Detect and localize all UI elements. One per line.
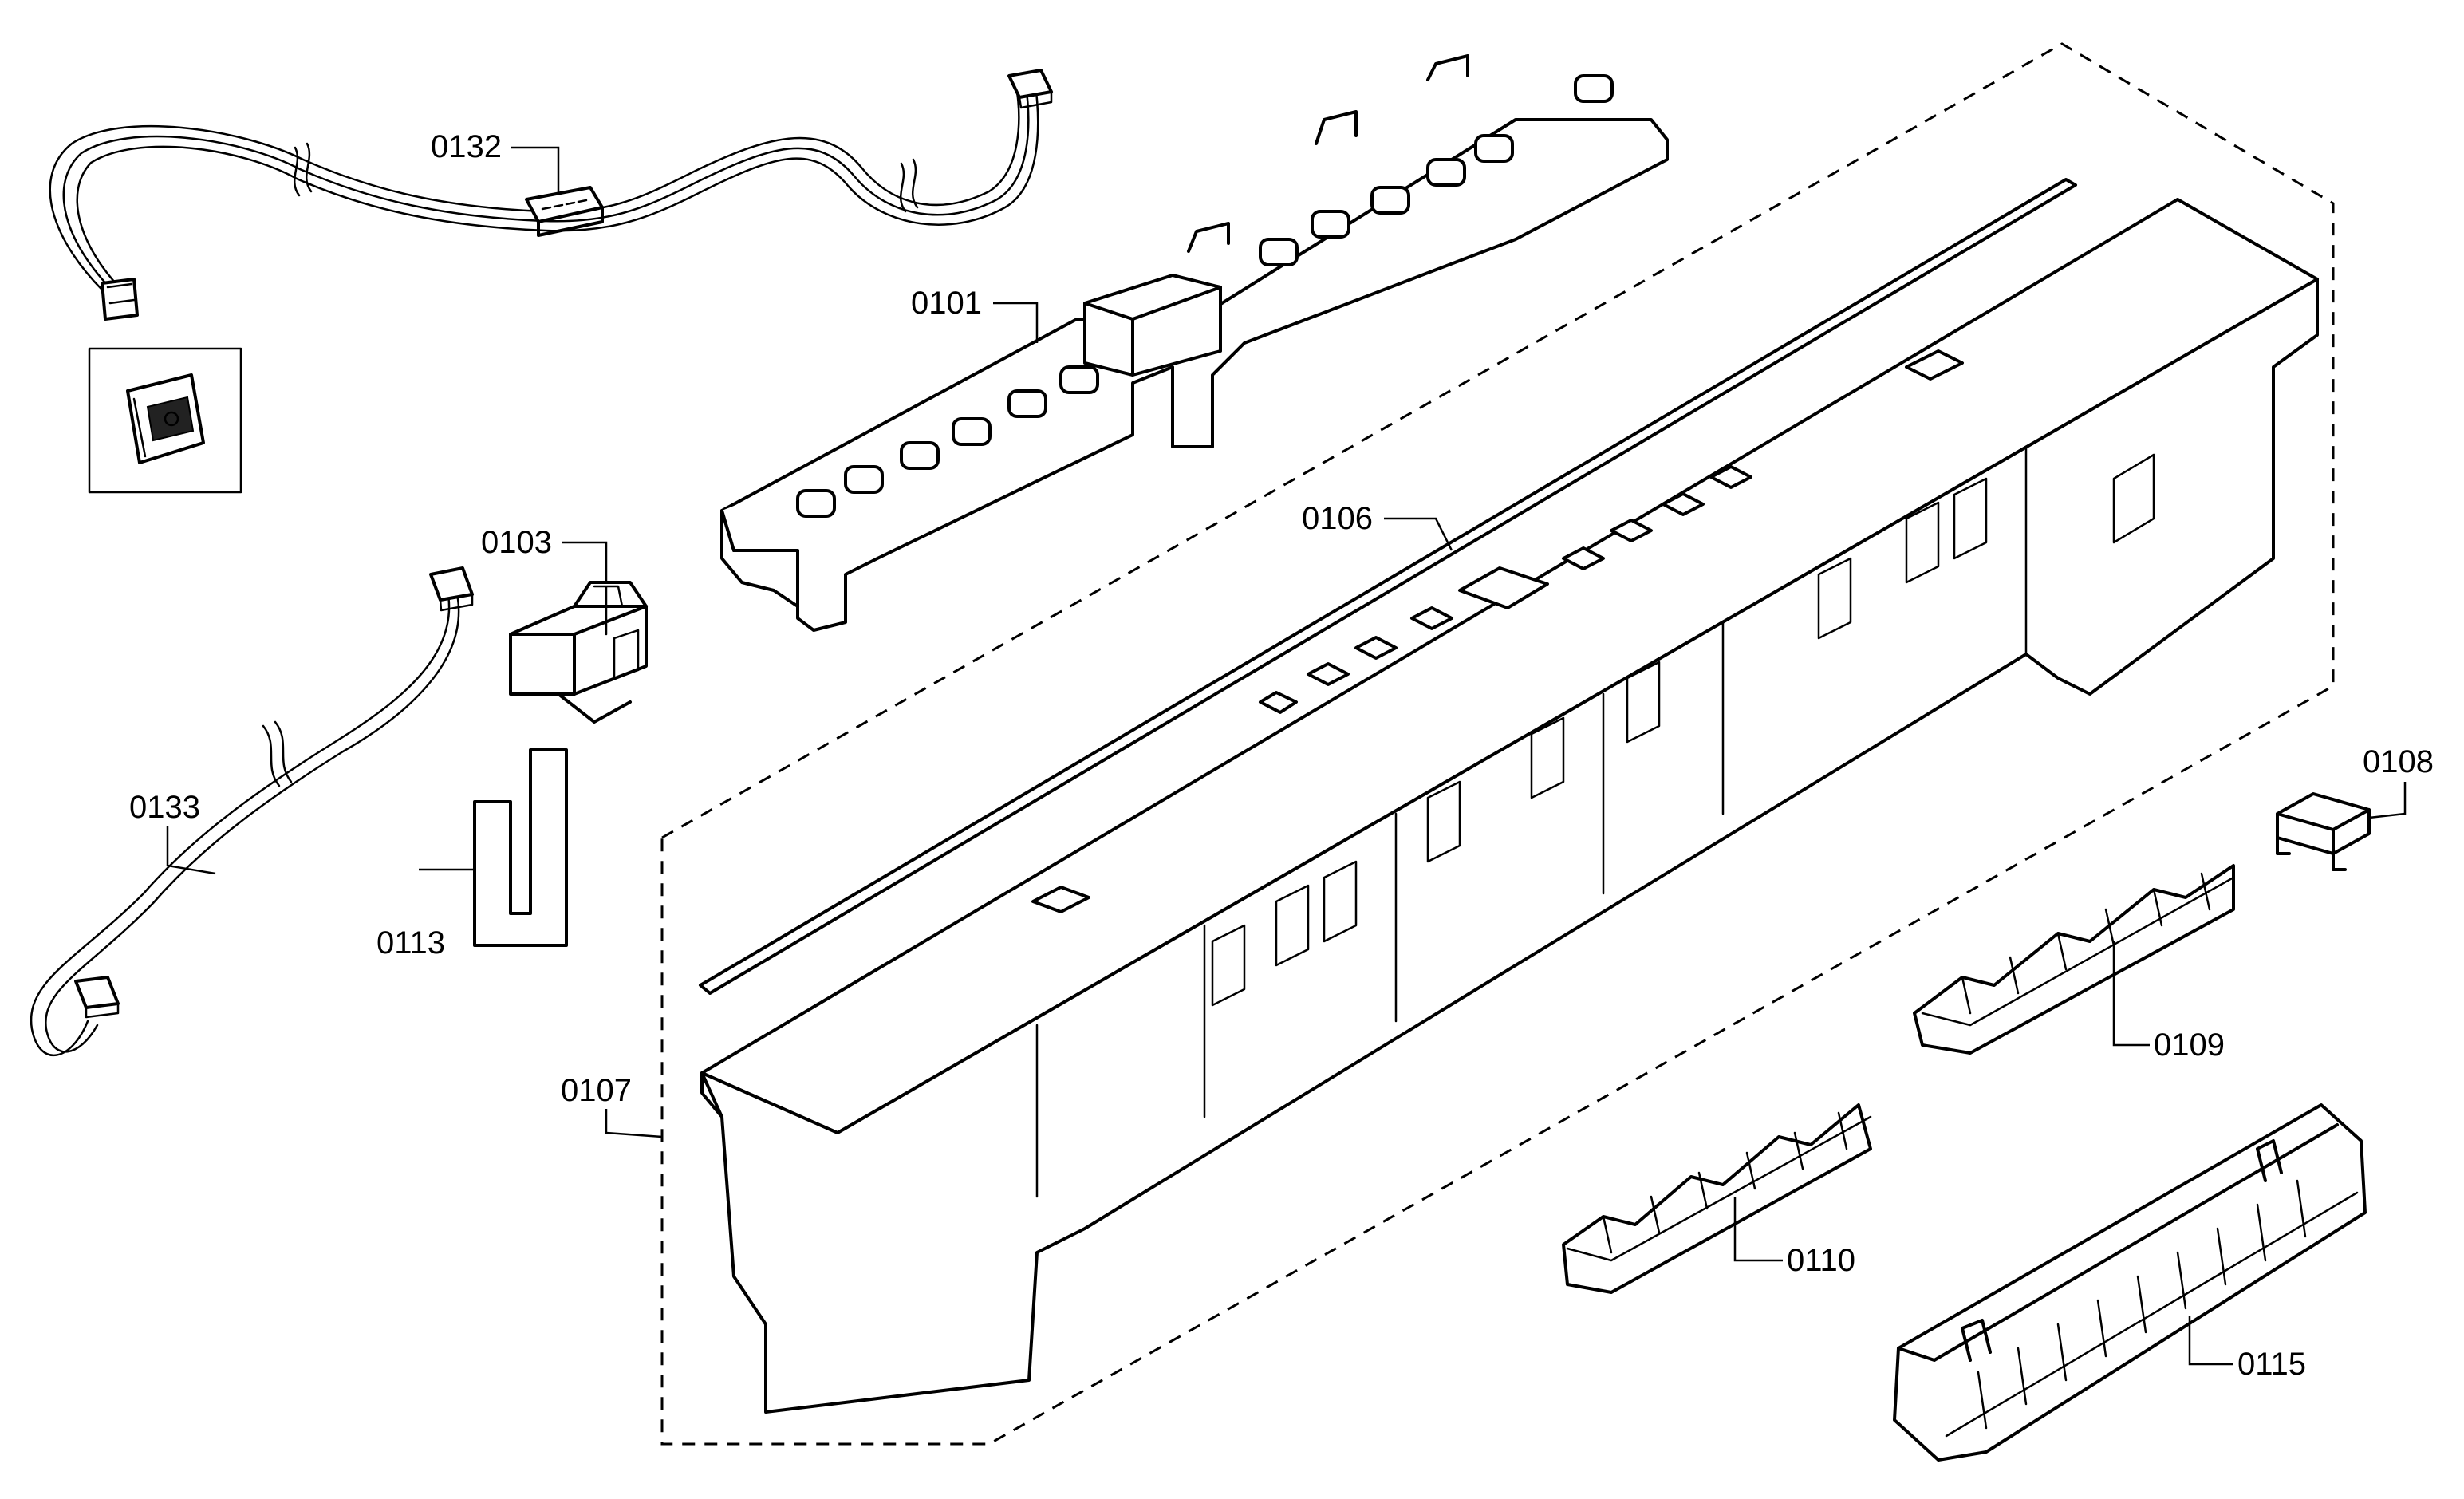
assembly-boundary-dashed	[660, 42, 2335, 1446]
leader-0109	[2112, 941, 2150, 1047]
part-0103-bracket[interactable]	[509, 581, 648, 724]
leader-0103	[562, 541, 608, 582]
label-0132: 0132	[431, 129, 502, 164]
part-0101-button-module[interactable]	[720, 54, 1669, 632]
leader-0133	[166, 826, 216, 875]
part-0132-cable-harness[interactable]	[49, 69, 1053, 321]
sensor-module-inset	[88, 347, 242, 494]
label-0103: 0103	[481, 525, 552, 560]
leader-0107	[605, 1109, 663, 1138]
label-0107: 0107	[561, 1073, 632, 1108]
leader-0101	[993, 302, 1039, 343]
label-0133: 0133	[129, 790, 200, 825]
part-0106-seal-strip[interactable]	[699, 178, 2077, 995]
leader-0113	[419, 868, 476, 917]
label-0106: 0106	[1302, 501, 1373, 536]
label-0113: 0113	[376, 925, 445, 961]
part-0115-handle-cover[interactable]	[1893, 1103, 2367, 1462]
part-0110-key-row[interactable]	[1562, 1103, 1872, 1294]
leader-0110	[1733, 1197, 1783, 1262]
label-0110: 0110	[1787, 1243, 1855, 1278]
part-0113-insulating-plate[interactable]	[473, 748, 568, 947]
part-0107-control-panel-housing[interactable]	[700, 198, 2319, 1414]
label-0101: 0101	[911, 286, 982, 321]
label-0115: 0115	[2237, 1347, 2306, 1382]
leader-0115	[2188, 1316, 2233, 1366]
leader-0106	[1384, 517, 1453, 551]
label-0108: 0108	[2363, 744, 2434, 779]
leader-0108	[2368, 782, 2407, 819]
part-0133-cable-harness[interactable]	[30, 566, 474, 1057]
part-0108-single-key[interactable]	[2276, 792, 2371, 871]
part-0109-key-row[interactable]	[1913, 864, 2235, 1055]
label-0109: 0109	[2154, 1028, 2225, 1063]
leader-0132	[511, 146, 560, 195]
button-row	[796, 74, 1614, 518]
